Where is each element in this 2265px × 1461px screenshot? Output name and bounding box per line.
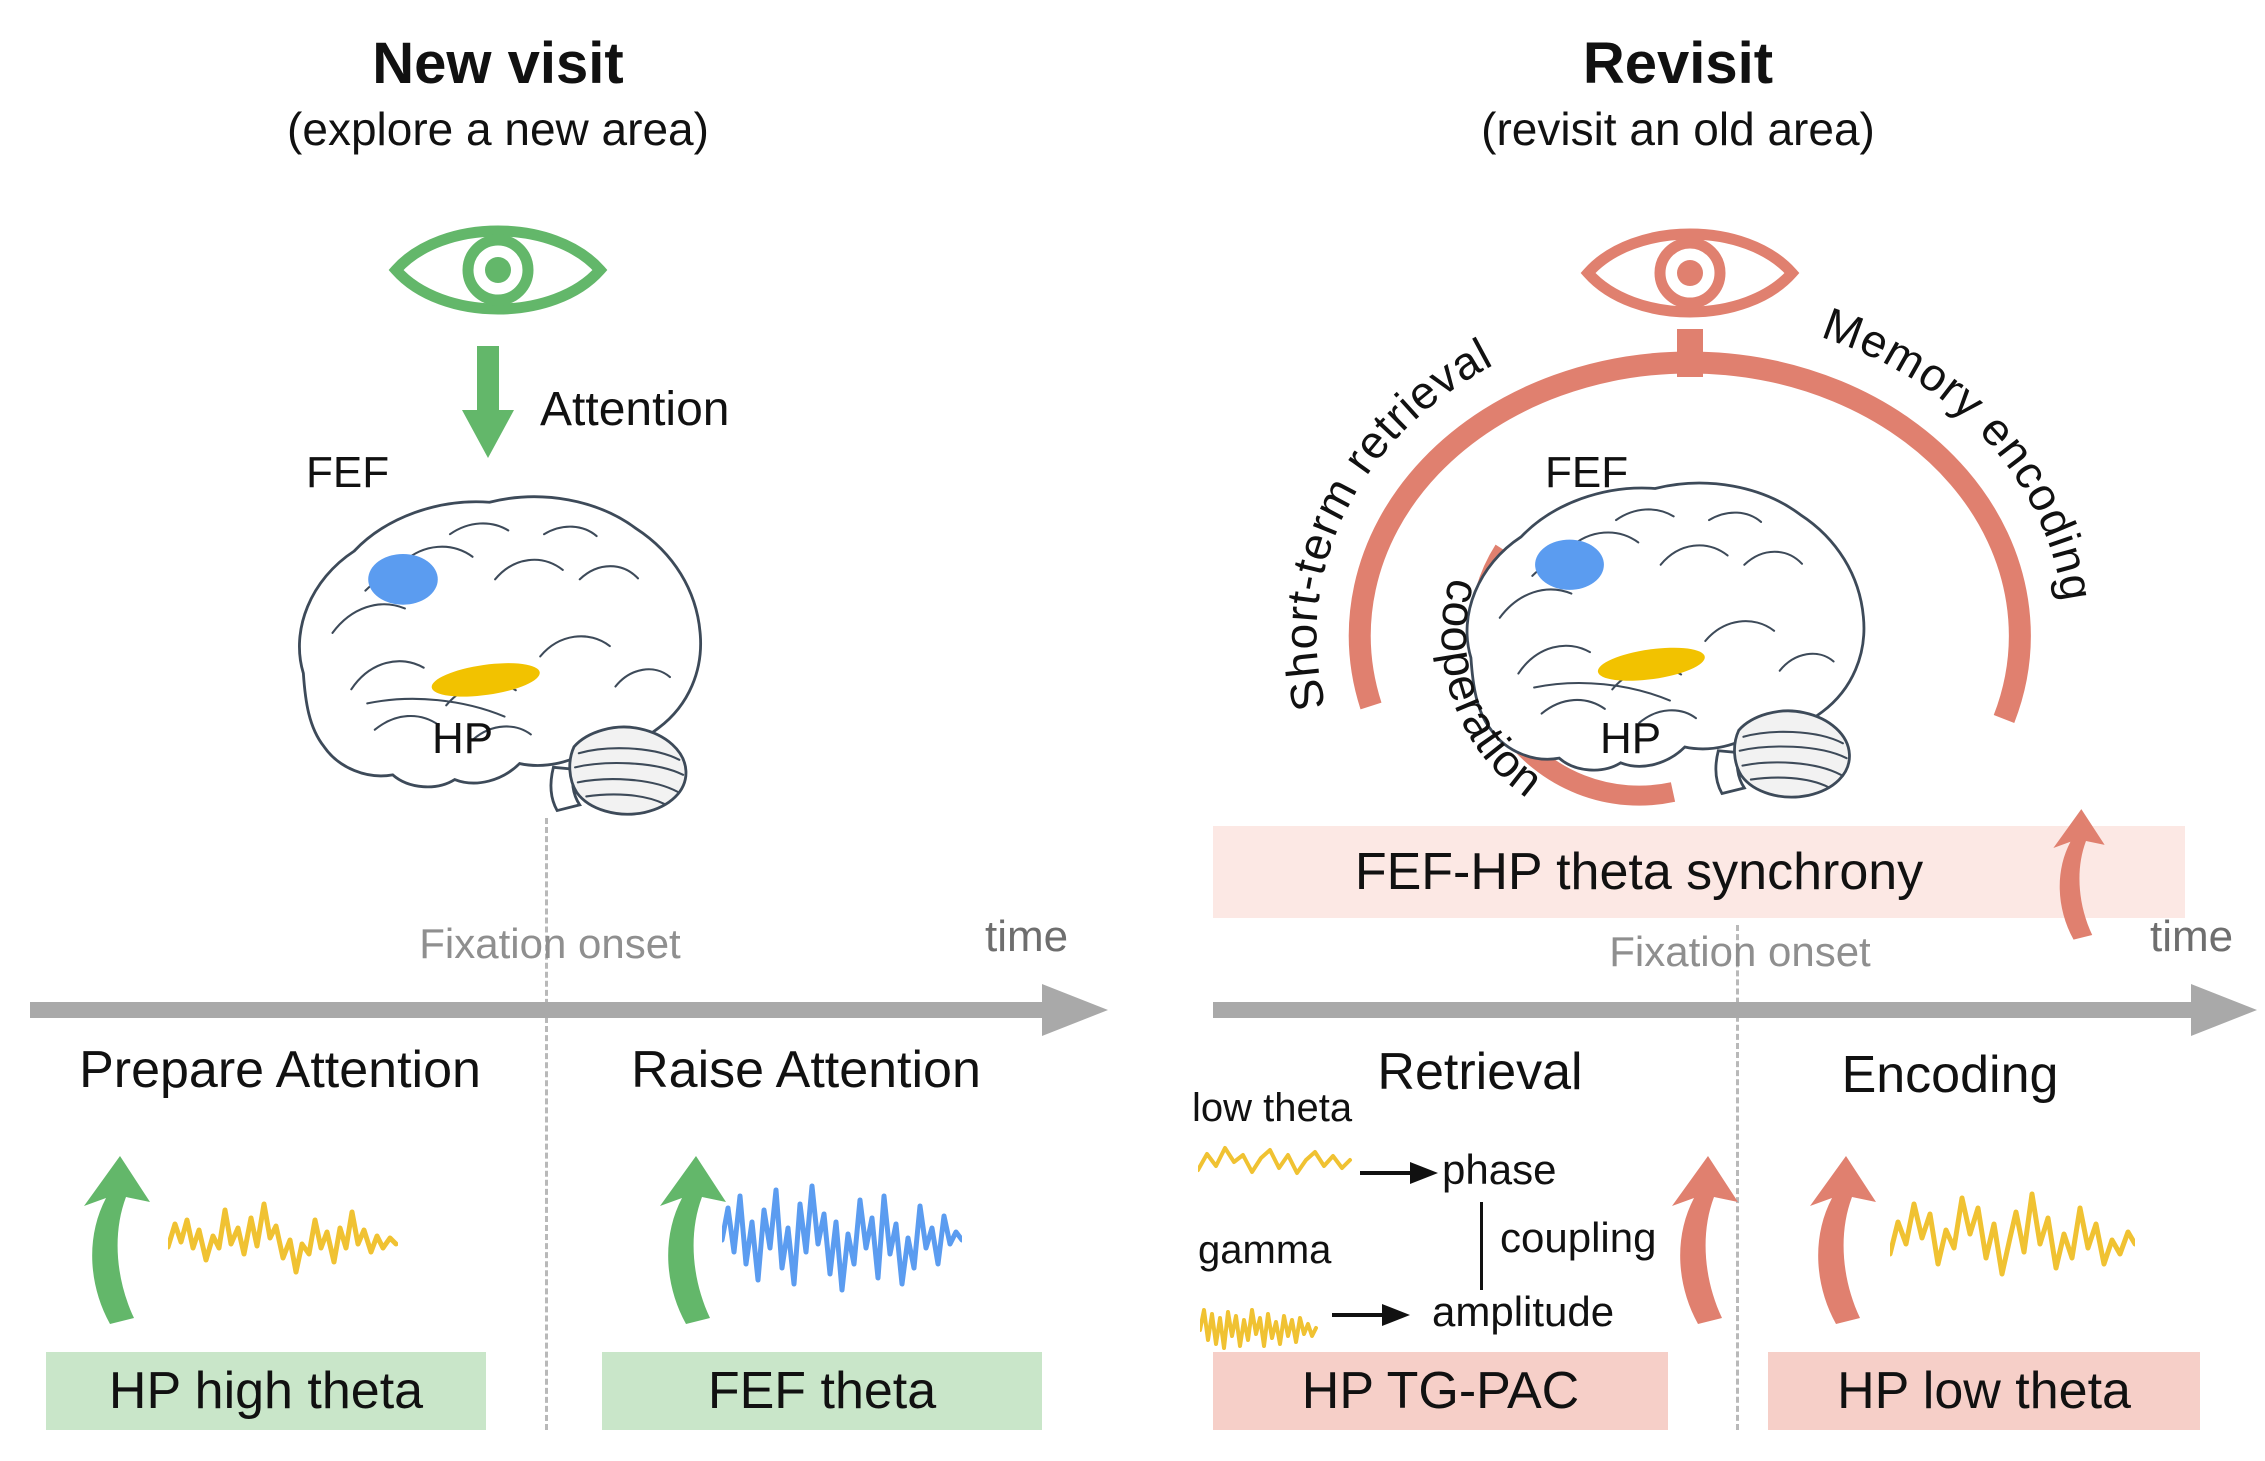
increase-arrow-icon [2053,809,2105,940]
increase-arrow-icon [1672,1156,1738,1324]
raise-attention-label: Raise Attention [631,1041,981,1099]
brain-illustration [298,495,703,816]
attention-arrow-icon [462,346,514,458]
timeline-arrow-icon [1213,984,2257,1036]
hp-tg-pac-box: HP TG-PAC [1213,1352,1668,1430]
fef-theta-box: FEF theta [602,1352,1042,1430]
revisit-subtitle: (revisit an old area) [1481,103,1875,155]
hp-low-theta-box: HP low theta [1768,1352,2200,1430]
fef-hp-theta-synchrony-bar: FEF-HP theta synchrony [1213,826,2185,918]
phase-label: phase [1442,1146,1557,1193]
revisit-brain-diagram: Short-term retrieval Memory encoding coo… [1274,205,2104,807]
new-visit-title: New visit [372,31,624,96]
increase-arrow-icon [84,1156,150,1324]
prepare-attention-label: Prepare Attention [79,1041,481,1099]
hp-low-theta-waveform [1890,1191,2135,1277]
fef-label: FEF [1545,448,1629,497]
hp-high-theta-waveform [168,1201,398,1275]
new-visit-subtitle: (explore a new area) [287,103,709,155]
fixation-onset-dashed-line [1736,925,1739,1430]
gamma-label: gamma [1198,1228,1332,1272]
attention-label: Attention [540,383,730,436]
fixation-onset-label: Fixation onset [419,920,681,967]
timeline-arrow-icon [30,984,1108,1036]
eye-icon [388,208,608,332]
gamma-waveform [1200,1308,1318,1350]
fixation-onset-dashed-line [545,818,548,1430]
time-label: time [2150,912,2234,961]
memory-encoding-label: Memory encoding [1816,297,2104,605]
hp-label: HP [432,714,494,763]
phase-arrow-icon [1360,1162,1438,1184]
coupling-label: coupling [1500,1214,1657,1261]
amplitude-arrow-icon [1332,1304,1410,1326]
low-theta-waveform [1198,1146,1352,1175]
time-label: time [985,912,1069,961]
retrieval-label: Retrieval [1377,1043,1583,1101]
fixation-onset-label: Fixation onset [1609,928,1871,975]
increase-arrow-icon [1810,1156,1876,1324]
hp-high-theta-box: HP high theta [46,1352,486,1430]
fef-label: FEF [306,448,390,497]
revisit-title: Revisit [1582,31,1774,96]
eye-icon [1588,234,1792,312]
fef-theta-waveform [722,1183,962,1293]
amplitude-label: amplitude [1432,1288,1615,1335]
coupling-line [1480,1202,1483,1290]
hp-label: HP [1600,714,1662,763]
low-theta-label: low theta [1192,1086,1353,1130]
encoding-label: Encoding [1841,1046,2059,1104]
